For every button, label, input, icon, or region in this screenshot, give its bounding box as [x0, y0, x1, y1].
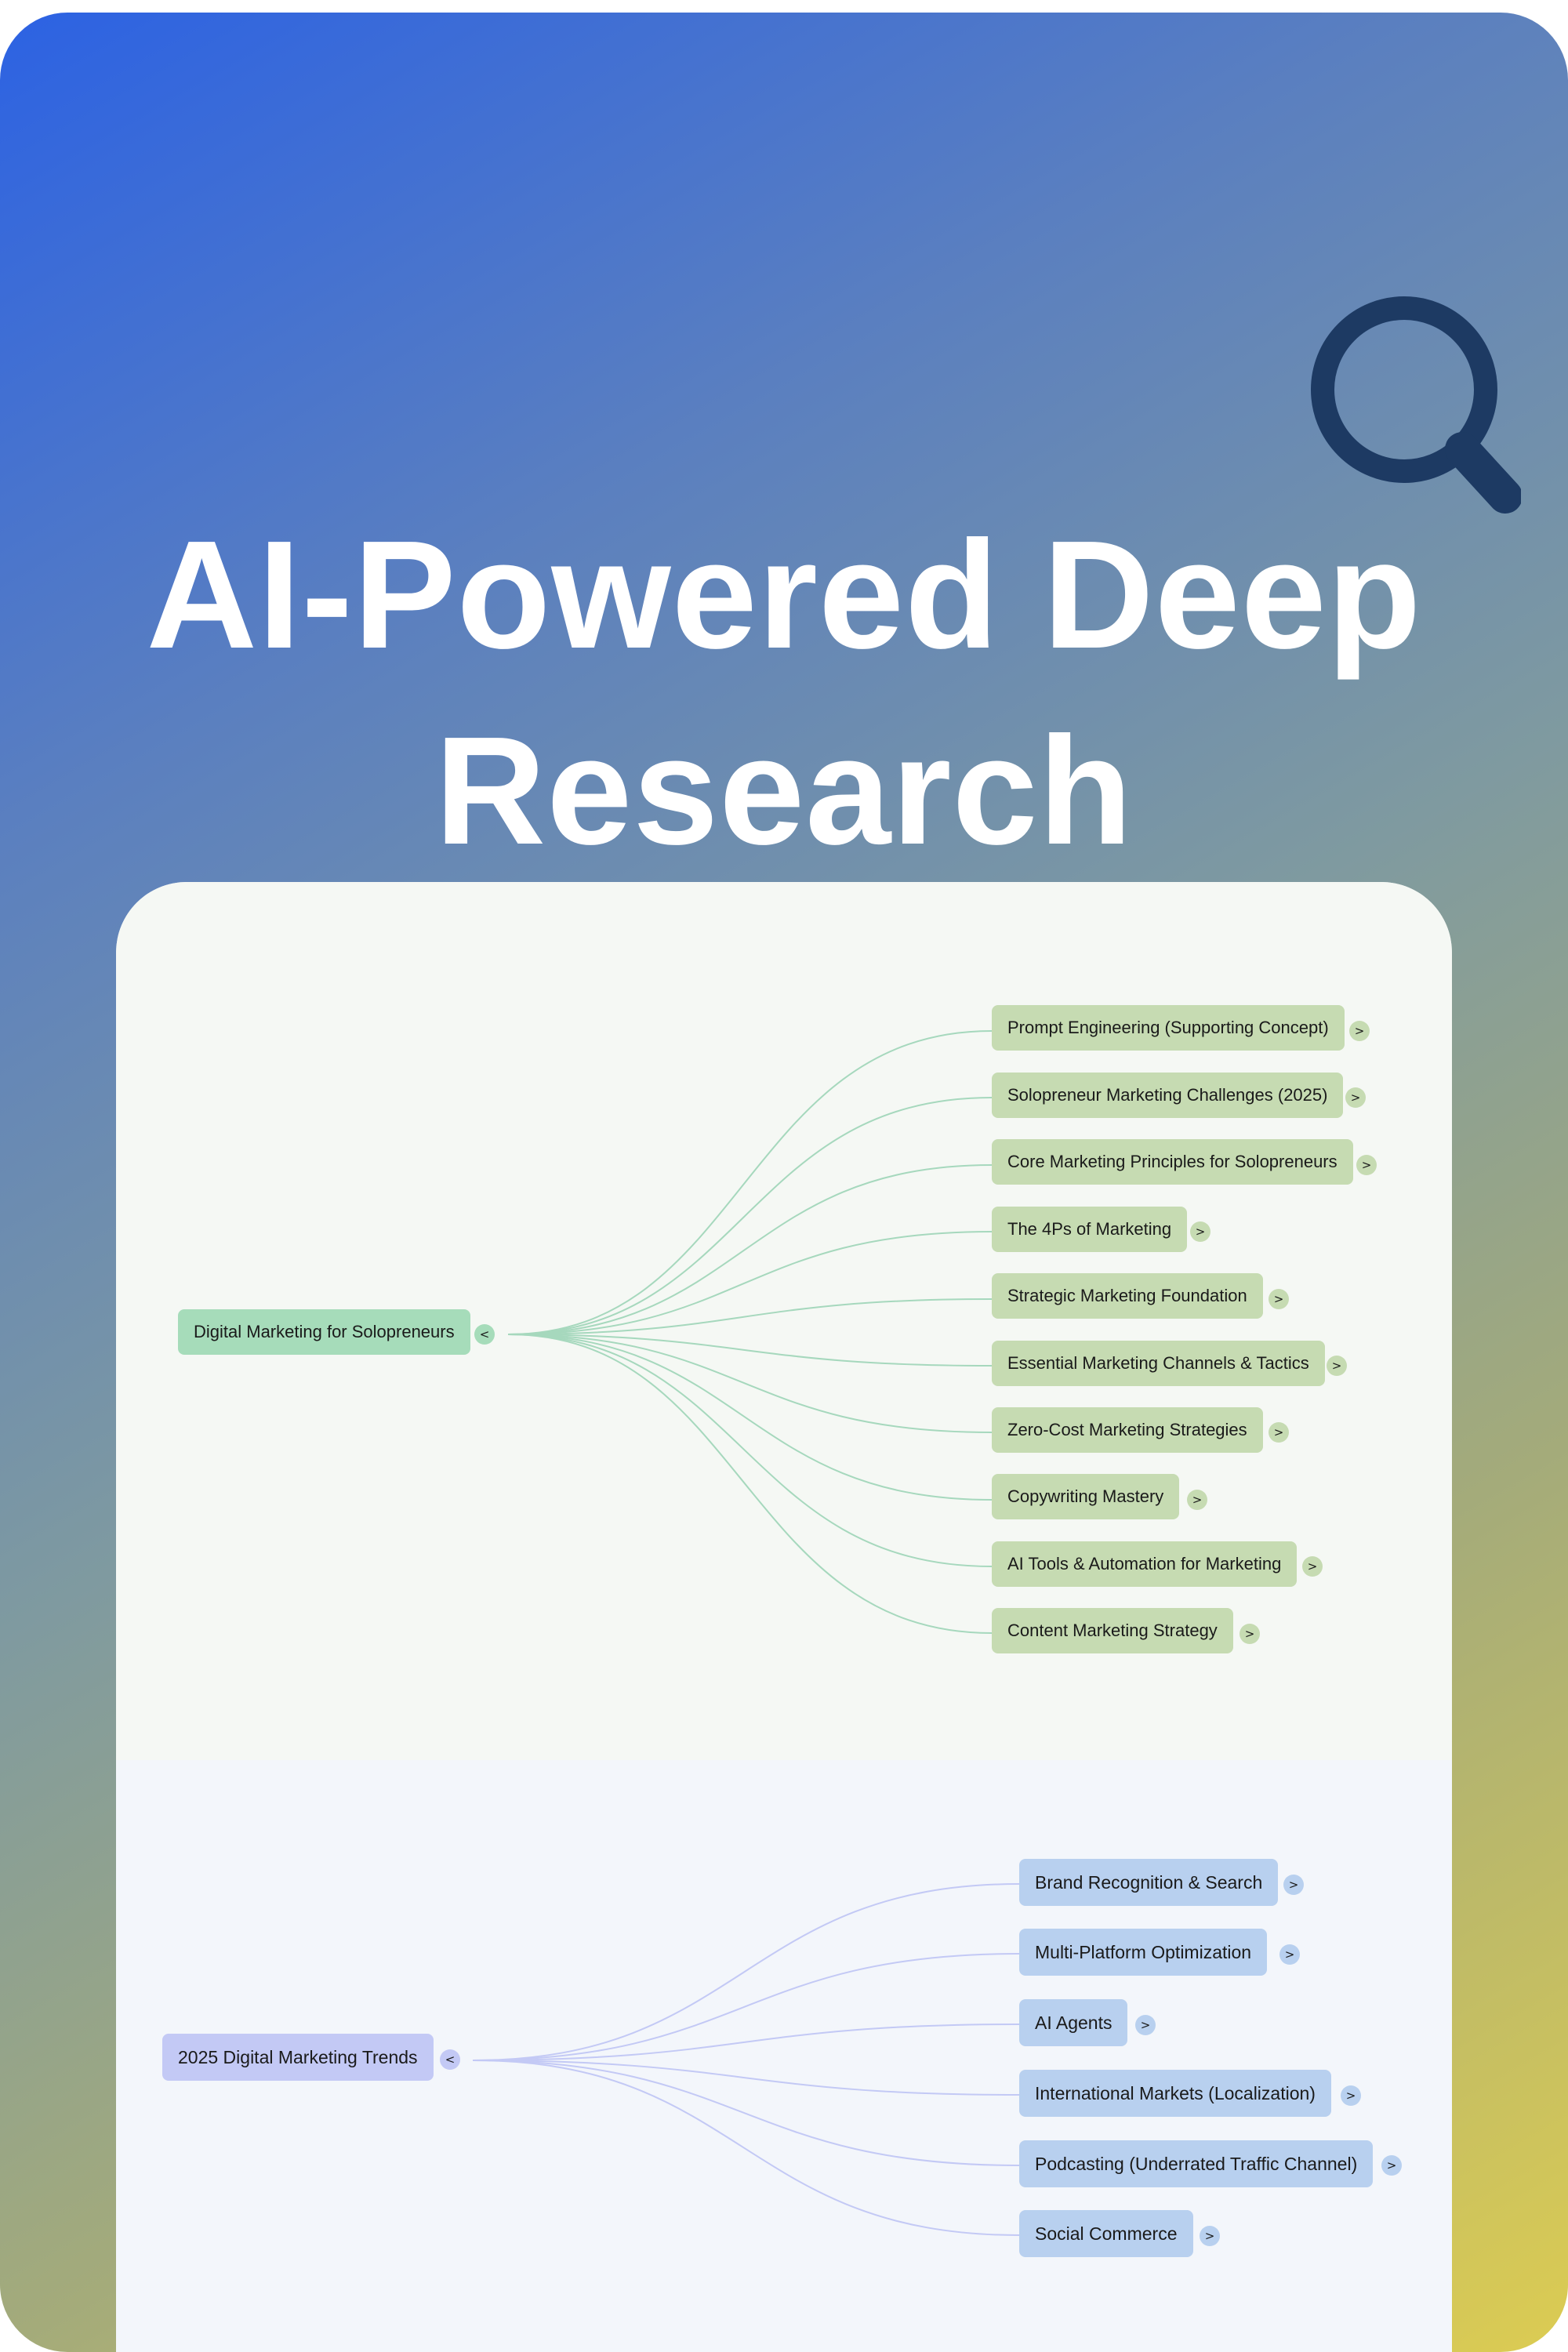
title-line-1: AI-Powered Deep [146, 509, 1422, 681]
mindmap-2-node[interactable]: AI Agents [1019, 1999, 1128, 2046]
mindmap-2-node-expand-toggle[interactable]: > [1200, 2226, 1220, 2246]
mindmap-1-node[interactable]: The 4Ps of Marketing [992, 1207, 1188, 1252]
mindmap-2-node-expand-toggle[interactable]: > [1283, 1875, 1304, 1895]
mindmap-1-node-expand-toggle[interactable]: > [1356, 1155, 1377, 1175]
mindmap-panel: Digital Marketing for Solopreneurs < Pro… [116, 882, 1452, 2352]
mindmap-2-links [472, 1883, 1020, 2236]
mindmap-2-node[interactable]: Multi-Platform Optimization [1019, 1929, 1268, 1976]
mindmap-2-node[interactable]: Podcasting (Underrated Traffic Channel) [1019, 2140, 1374, 2187]
title-line-2: Research [434, 705, 1134, 877]
mindmap-1-node-expand-toggle[interactable]: > [1302, 1556, 1323, 1577]
mindmap-1-node-expand-toggle[interactable]: > [1327, 1356, 1347, 1376]
mindmap-2-root-collapse-toggle[interactable]: < [440, 2049, 460, 2070]
mindmap-1-node[interactable]: AI Tools & Automation for Marketing [992, 1541, 1298, 1587]
mindmap-2-node[interactable]: Brand Recognition & Search [1019, 1859, 1279, 1906]
mindmap-1-node-expand-toggle[interactable]: > [1345, 1087, 1366, 1108]
mindmap-1-node[interactable]: Copywriting Mastery [992, 1474, 1180, 1519]
mindmap-1-node-expand-toggle[interactable]: > [1190, 1221, 1210, 1242]
mindmap-1-node-expand-toggle[interactable]: > [1269, 1422, 1289, 1443]
mindmap-1-node[interactable]: Solopreneur Marketing Challenges (2025) [992, 1073, 1344, 1118]
mindmap-1-root-node[interactable]: Digital Marketing for Solopreneurs [178, 1309, 470, 1355]
mindmap-1-node[interactable]: Strategic Marketing Foundation [992, 1273, 1263, 1319]
mindmap-1-root-collapse-toggle[interactable]: < [474, 1324, 495, 1345]
hero-card: AI-Powered Deep Research [0, 13, 1568, 2352]
mindmap-2-node-expand-toggle[interactable]: > [1341, 2085, 1361, 2106]
mindmap-1-node[interactable]: Core Marketing Principles for Solopreneu… [992, 1139, 1353, 1185]
search-icon [1311, 296, 1521, 514]
mindmap-2-node-expand-toggle[interactable]: > [1381, 2155, 1402, 2176]
mindmap-1-node[interactable]: Essential Marketing Channels & Tactics [992, 1341, 1325, 1386]
page-title: AI-Powered Deep Research [0, 497, 1568, 889]
mindmap-1-node-expand-toggle[interactable]: > [1240, 1624, 1260, 1644]
mindmap-1-node-expand-toggle[interactable]: > [1187, 1490, 1207, 1510]
mindmap-1-node[interactable]: Prompt Engineering (Supporting Concept) [992, 1005, 1345, 1051]
mindmap-2-node[interactable]: International Markets (Localization) [1019, 2070, 1331, 2117]
mindmap-2-node[interactable]: Social Commerce [1019, 2210, 1193, 2257]
mindmap-links [472, 1030, 1020, 2236]
mindmap-2-node-expand-toggle[interactable]: > [1135, 2015, 1156, 2035]
mindmap-1-node-expand-toggle[interactable]: > [1269, 1289, 1289, 1309]
mindmap-1-node[interactable]: Content Marketing Strategy [992, 1608, 1233, 1653]
mindmap-1-links [507, 1030, 993, 1634]
mindmap-2-node-expand-toggle[interactable]: > [1279, 1944, 1300, 1965]
mindmap-2-root-node[interactable]: 2025 Digital Marketing Trends [162, 2034, 434, 2081]
mindmap-1-node-expand-toggle[interactable]: > [1349, 1021, 1370, 1041]
mindmap-1-node[interactable]: Zero-Cost Marketing Strategies [992, 1407, 1263, 1453]
